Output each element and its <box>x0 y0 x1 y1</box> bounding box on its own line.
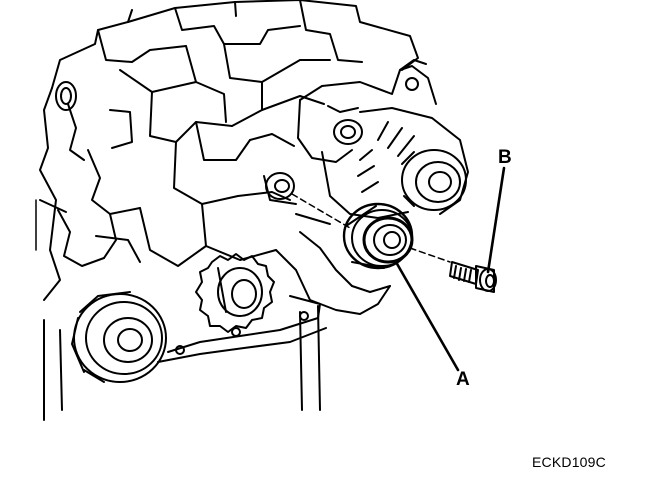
callout-a: A <box>456 369 470 390</box>
alignment-line <box>291 193 451 263</box>
leader-line-b <box>486 166 506 274</box>
crankshaft-pulley <box>71 291 167 383</box>
alternator <box>297 59 469 219</box>
oil-pan <box>157 213 391 363</box>
engine-block <box>35 0 419 421</box>
figure-code: ECKD109C <box>532 454 606 470</box>
mounting-boss <box>263 172 297 205</box>
crankshaft-sprocket <box>195 253 275 333</box>
leader-line-a <box>394 260 460 372</box>
idler-pulley <box>342 202 414 270</box>
callout-b: B <box>498 147 512 168</box>
